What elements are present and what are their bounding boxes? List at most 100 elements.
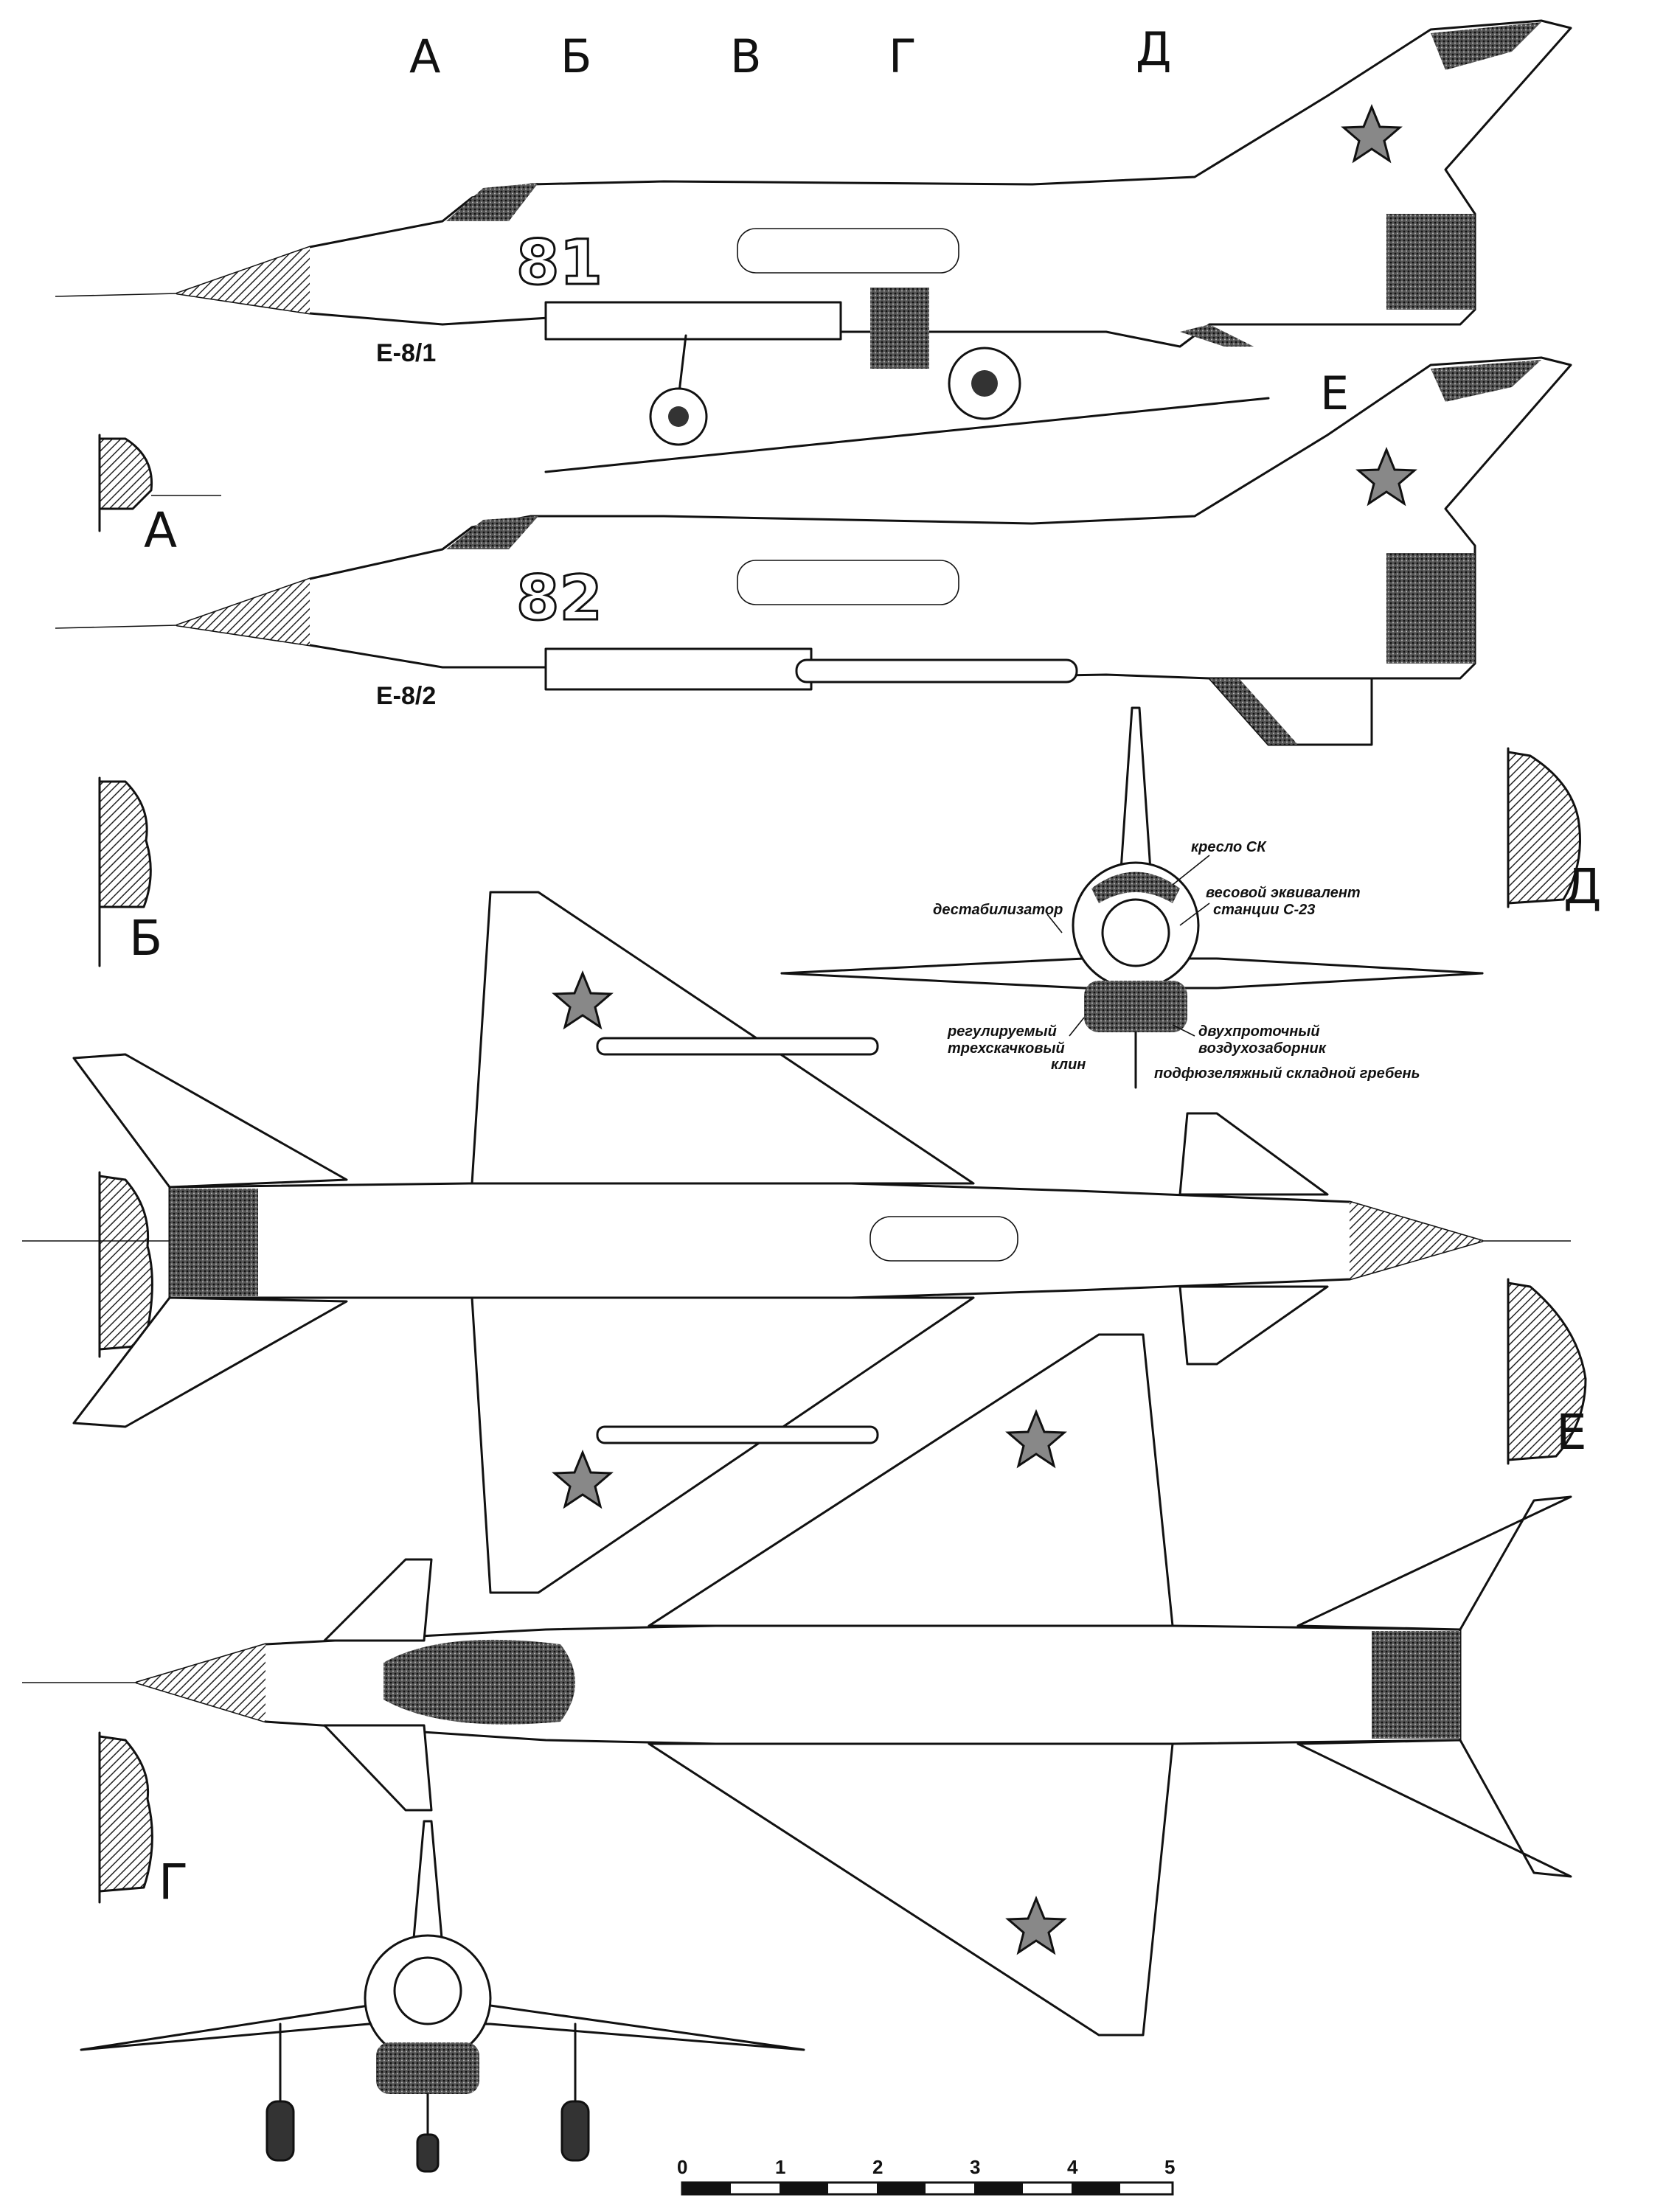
- leader-line: [1046, 914, 1063, 933]
- callout-ramp: регулируемый: [947, 1023, 1057, 1040]
- upper-stabilizer: [1296, 1495, 1572, 1631]
- upper-canard: [323, 1558, 433, 1642]
- right-main-wheel: [560, 2100, 590, 2162]
- radome-hatching: [136, 1644, 265, 1722]
- ventral-intake: [376, 2042, 479, 2094]
- intake-cone: [393, 1956, 462, 2025]
- leader-line: [1172, 1024, 1195, 1037]
- section-label: Е: [1556, 1404, 1587, 1461]
- cross-section-b: Б: [98, 776, 162, 967]
- section-marker-e: Е: [1320, 366, 1349, 420]
- scale-tick-label: 4: [1067, 2156, 1078, 2178]
- callout-seat: кресло СК: [1191, 839, 1267, 855]
- engine-nozzle: [170, 1189, 258, 1296]
- fuselage-panel: [737, 228, 959, 274]
- ventral-fin-shading: [1209, 678, 1298, 745]
- section-label: А: [144, 502, 177, 559]
- left-canard: [1178, 1112, 1329, 1196]
- scale-tick-label: 5: [1164, 2156, 1175, 2178]
- main-wheel-hub: [971, 370, 998, 397]
- scale-bar: 0 1 2 3 4 5: [677, 2156, 1175, 2196]
- plan-view-top: [22, 891, 1571, 1594]
- callout-ramp-wedge: клин: [1051, 1057, 1086, 1073]
- canopy-plan: [869, 1216, 1018, 1262]
- ground-line: [544, 397, 1270, 473]
- main-gear-door: [870, 288, 929, 369]
- callout-destabilizer: дестабилизатор: [933, 902, 1063, 918]
- intake-cone: [1101, 898, 1170, 967]
- pitot-probe: [55, 625, 178, 629]
- cross-section-g: Г: [98, 1731, 188, 1910]
- nose-wheel: [416, 2133, 440, 2173]
- cross-section-e: Е: [1507, 1278, 1587, 1465]
- scale-tick-label: 1: [775, 2156, 785, 2178]
- cross-section-d: Д: [1507, 747, 1602, 915]
- leader-line: [1069, 1017, 1085, 1037]
- designation-label: Е-8/1: [376, 339, 436, 367]
- front-fin: [412, 1820, 444, 1948]
- pitot-probe: [55, 293, 178, 297]
- callout-intake: двухпроточный: [1198, 1023, 1320, 1040]
- fuselage-panel: [737, 560, 959, 605]
- engine-nozzle: [1386, 214, 1475, 310]
- designation-label: Е-8/2: [376, 682, 436, 710]
- drop-tank: [544, 647, 813, 691]
- lower-canard: [323, 1724, 433, 1812]
- scale-tick-label: 2: [872, 2156, 883, 2178]
- leader-line: [1179, 902, 1210, 926]
- radome-hatching: [177, 247, 310, 313]
- section-label: Г: [159, 1854, 188, 1910]
- drop-tank: [544, 301, 842, 341]
- ventral-intake: [1084, 981, 1187, 1032]
- upper-wing: [648, 1333, 1174, 1627]
- section-label: Д: [1563, 858, 1602, 915]
- callout-weight-equivalent: весовой эквивалент: [1206, 885, 1361, 901]
- radome-hatching: [177, 579, 310, 645]
- tail-number: 82: [516, 562, 603, 634]
- engine-nozzle: [1372, 1631, 1460, 1739]
- missile: [795, 658, 1078, 684]
- section-label: Б: [129, 910, 162, 967]
- section-marker-g: Г: [889, 29, 917, 83]
- scale-tick-label: 0: [677, 2156, 687, 2178]
- engine-nozzle: [1386, 553, 1475, 664]
- callout-ventral-fin: подфюзеляжный складной гребень: [1154, 1065, 1420, 1082]
- lower-stabilizer: [1296, 1739, 1572, 1878]
- canopy-plan: [383, 1639, 575, 1725]
- missile: [596, 1425, 879, 1444]
- missile: [596, 1037, 879, 1056]
- lower-wing: [648, 1742, 1174, 2037]
- canopy-front: [1091, 872, 1180, 903]
- callout-intake-type: воздухозаборник: [1198, 1040, 1327, 1057]
- section-marker-row: А Б В Г Д Е: [409, 22, 1349, 420]
- callout-ramp-type: трехскачковый: [948, 1040, 1065, 1057]
- front-fin: [1119, 706, 1152, 872]
- side-view-e8-2: 82 Е-8/2: [55, 356, 1572, 746]
- right-canard: [1178, 1285, 1329, 1366]
- right-stabilizer: [72, 1296, 348, 1428]
- nose-wheel-hub: [668, 406, 689, 427]
- front-view-upper: кресло СК дестабилизатор весовой эквивал…: [780, 706, 1484, 1089]
- tail-number: 81: [516, 226, 603, 299]
- left-stabilizer: [72, 1053, 348, 1189]
- section-marker-d: Д: [1136, 22, 1171, 76]
- side-view-e8-1: 81 Е-8/1: [55, 19, 1572, 473]
- callout-weight-equivalent-station: станции С-23: [1213, 902, 1315, 918]
- canopy: [446, 516, 538, 549]
- left-main-wheel: [265, 2100, 295, 2162]
- ventral-shading: [1180, 324, 1254, 347]
- section-marker-v: В: [730, 29, 762, 83]
- plan-view-bottom: [22, 1333, 1572, 2037]
- radome-hatching: [1350, 1202, 1482, 1279]
- leader-line: [1172, 855, 1210, 886]
- front-view-lower: [80, 1820, 805, 2173]
- canopy: [446, 183, 538, 221]
- section-marker-a: А: [409, 29, 440, 83]
- fin-tip-shading: [1431, 22, 1541, 70]
- fin-tip-shading: [1431, 360, 1541, 402]
- cross-section-a: А: [98, 434, 221, 559]
- section-marker-b: Б: [560, 29, 592, 83]
- right-wing: [471, 1296, 975, 1594]
- scale-tick-label: 3: [970, 2156, 980, 2178]
